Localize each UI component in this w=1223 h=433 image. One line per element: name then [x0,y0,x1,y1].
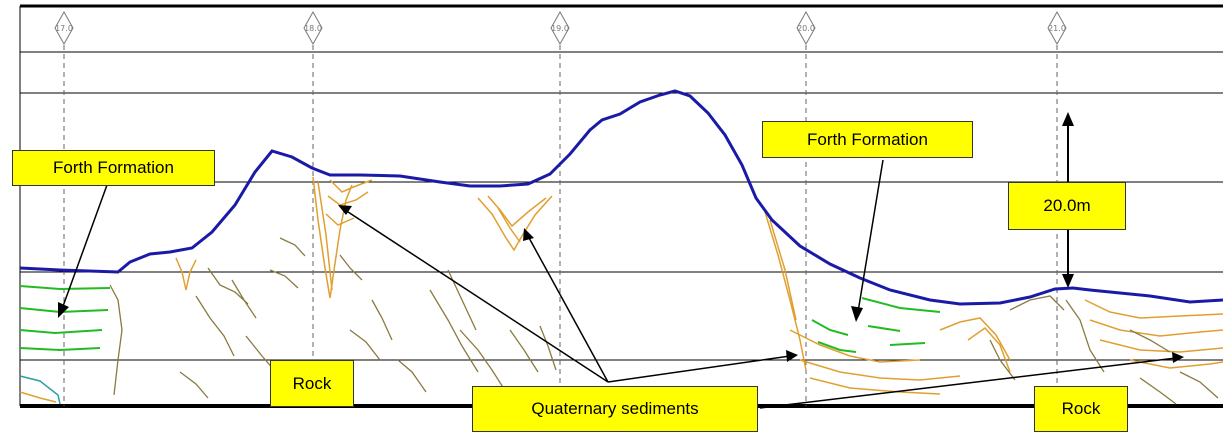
scale-bar-label: 20.0m [1008,182,1126,230]
forth-formation-label-right: Forth Formation [762,121,973,158]
forth-formation-reflectors [19,285,941,353]
basement-reflector [19,375,61,405]
chainage-marker: 20.0 [796,10,816,46]
quaternary-pointer-basin [607,355,791,383]
quaternary-pointer-channel-18 [344,209,609,383]
rock-reflectors [109,237,1219,405]
forth-formation-label-left: Forth Formation [12,150,215,186]
forth-formation-pointer-left [61,184,108,310]
chainage-markers: 17.0 18.0 19.0 20.0 21.0 [54,10,1067,46]
chainage-label: 20.0 [797,24,815,33]
chainage-label: 17.0 [55,24,73,33]
chainage-label: 19.0 [551,24,569,33]
chainage-marker: 19.0 [550,10,570,46]
chainage-label: 18.0 [304,24,322,33]
annotation-pointers [58,159,1184,409]
seabed-profile [19,89,1223,306]
quaternary-infill [19,176,1223,403]
rock-label-right: Rock [1034,386,1128,432]
quaternary-sediments-label: Quaternary sediments [472,386,758,432]
chainage-label: 21.0 [1048,24,1066,33]
forth-formation-pointer-right [857,159,884,313]
chainage-marker: 18.0 [303,10,323,46]
chainage-marker: 21.0 [1047,10,1067,46]
chainage-marker: 17.0 [54,10,74,46]
quaternary-pointer-right [759,357,1177,409]
chainage-gridlines [63,45,1058,406]
rock-label-left: Rock [270,360,354,407]
quaternary-pointer-channel-19 [527,235,609,383]
